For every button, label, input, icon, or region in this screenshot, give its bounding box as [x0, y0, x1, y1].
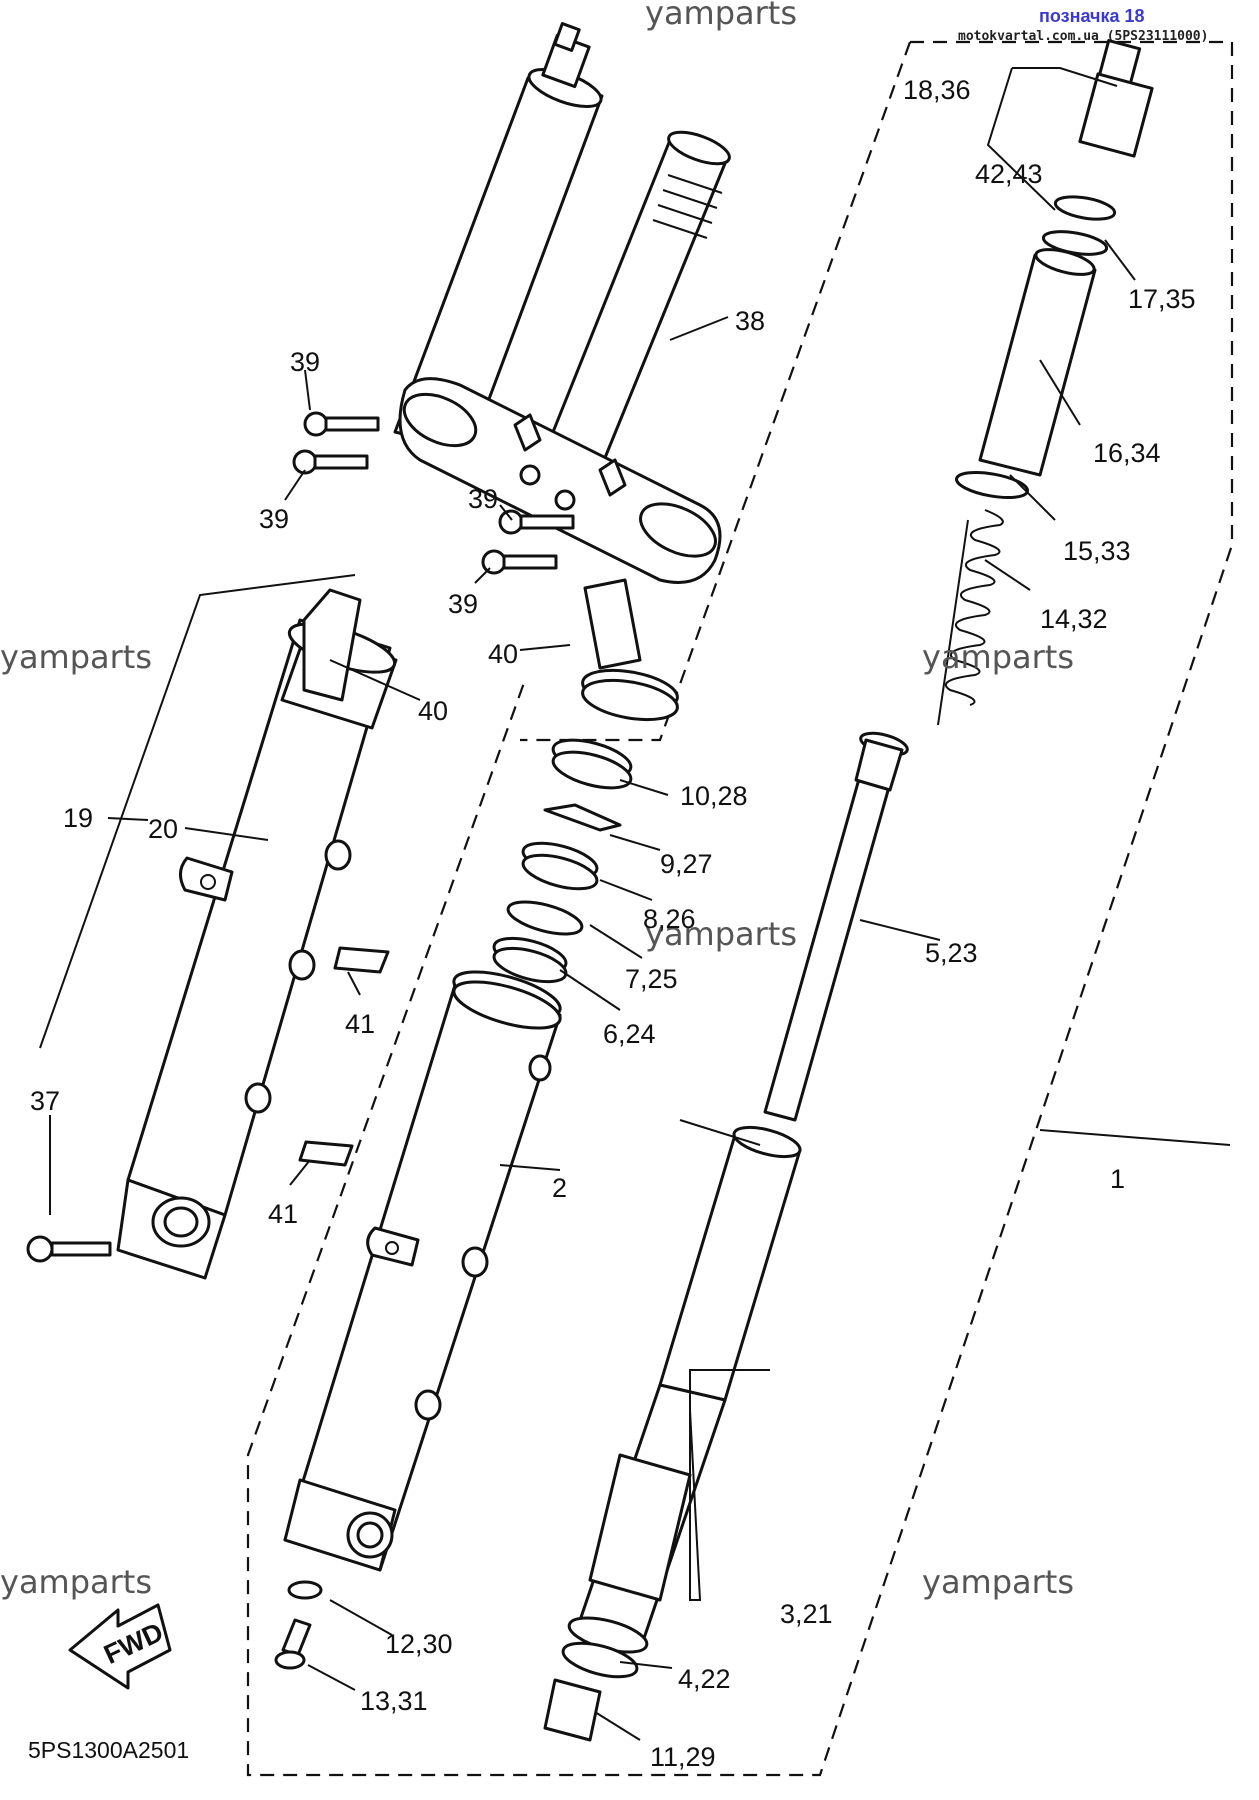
- spring-assembly: [937, 39, 1154, 726]
- fwd-arrow-icon: FWD: [68, 1603, 172, 1690]
- bolt-39-d: [481, 549, 558, 575]
- callout-16-34: 16,34: [1093, 438, 1161, 468]
- header-subtitle: motokvartal.com.ua (5PS23111000): [958, 29, 1208, 44]
- callout-12-30: 12,30: [385, 1629, 453, 1659]
- bolt-13-31: [274, 1618, 312, 1670]
- callout-2: 2: [552, 1173, 567, 1203]
- callout-10-28: 10,28: [680, 781, 748, 811]
- callout-38: 38: [735, 306, 765, 336]
- right-outer-tube: [283, 970, 562, 1572]
- callout-39-a: 39: [290, 347, 320, 377]
- callout-19: 19: [63, 803, 93, 833]
- callout-39-d: 39: [448, 589, 478, 619]
- bolt-39-a: [303, 411, 380, 437]
- inner-tube: [543, 1125, 802, 1742]
- callout-39-c: 39: [468, 484, 498, 514]
- callout-8-26: 8,26: [643, 904, 696, 934]
- callout-15-33: 15,33: [1063, 536, 1131, 566]
- callout-41-a: 41: [345, 1009, 375, 1039]
- left-fork-tube: [116, 22, 604, 1280]
- callout-39-b: 39: [259, 504, 289, 534]
- callout-9-27: 9,27: [660, 849, 713, 879]
- damper-rod: [763, 731, 909, 1122]
- callout-20: 20: [148, 814, 178, 844]
- header-title: позначка 18: [1039, 6, 1145, 26]
- washer-12-30: [287, 1580, 323, 1600]
- clamp-40: [581, 578, 679, 722]
- callout-40-a: 40: [488, 639, 518, 669]
- callout-42-43: 42,43: [975, 159, 1043, 189]
- callout-14-32: 14,32: [1040, 604, 1108, 634]
- seal-stack: [492, 738, 633, 984]
- callout-17-35: 17,35: [1128, 284, 1196, 314]
- watermark-2: yamparts: [0, 638, 152, 676]
- pinch-plate-41-b: [298, 1140, 354, 1167]
- callout-3-21: 3,21: [780, 1599, 833, 1629]
- callout-7-25: 7,25: [625, 964, 678, 994]
- callout-5-23: 5,23: [925, 938, 978, 968]
- pinch-plate-41-a: [333, 946, 390, 974]
- callout-4-22: 4,22: [678, 1664, 731, 1694]
- bolt-39-b: [292, 449, 369, 475]
- watermark-6: yamparts: [922, 1563, 1074, 1601]
- watermark-1: yamparts: [645, 0, 797, 32]
- leader-lines: [39, 67, 1231, 1741]
- diagram-code: 5PS1300A2501: [28, 1737, 189, 1763]
- watermark-3: yamparts: [922, 638, 1074, 676]
- watermark-4: yamparts: [645, 915, 797, 953]
- callout-1: 1: [1110, 1164, 1125, 1194]
- lower-bracket: [398, 130, 731, 584]
- bolt-39-c: [498, 509, 575, 535]
- callout-18-36: 18,36: [903, 75, 971, 105]
- callout-11-29: 11,29: [650, 1742, 716, 1772]
- callout-13-31: 13,31: [360, 1686, 428, 1716]
- assembly-boundary-right: [246, 40, 1234, 1777]
- callout-37: 37: [30, 1086, 60, 1116]
- bolt-37: [26, 1235, 112, 1263]
- callout-40-b: 40: [418, 696, 448, 726]
- watermark-5: yamparts: [0, 1563, 152, 1601]
- callout-6-24: 6,24: [603, 1019, 656, 1049]
- callout-41-b: 41: [268, 1199, 298, 1229]
